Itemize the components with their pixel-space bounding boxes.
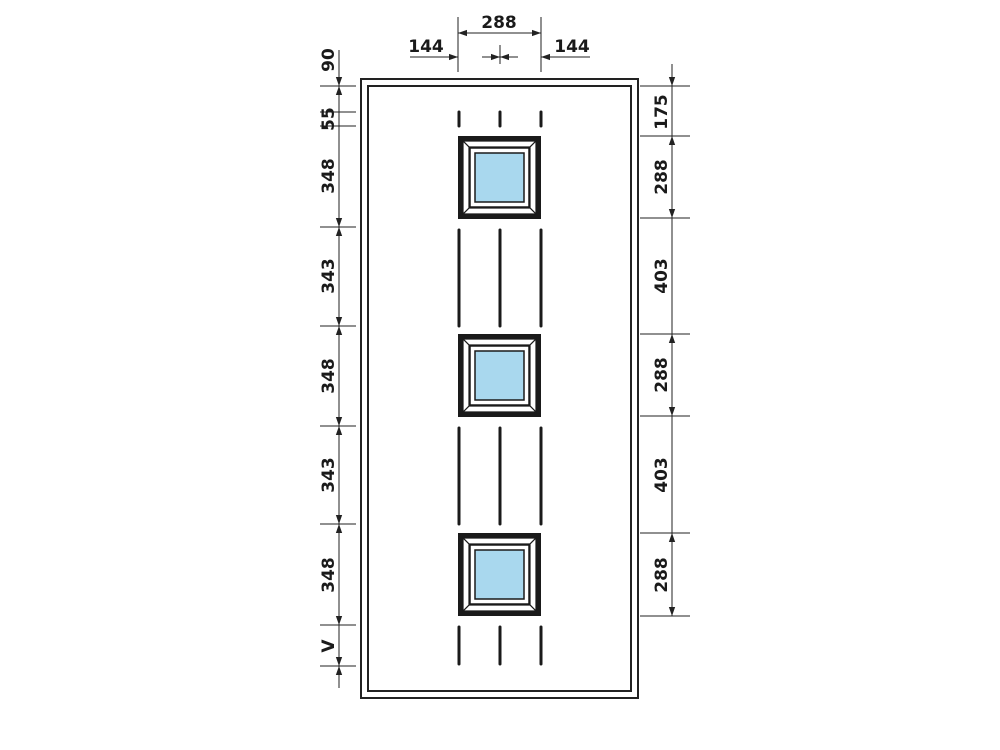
- dim-left-4: 348: [319, 358, 339, 394]
- dim-right-0: 175: [652, 94, 672, 130]
- dim-top-right: 144: [554, 37, 590, 57]
- dim-left-0: 90: [319, 48, 339, 72]
- right-dimensions: 175 288 403 288 403 288: [640, 64, 690, 617]
- window-glass: [474, 350, 525, 401]
- door-outer-frame: [360, 78, 639, 699]
- dim-left-7: V: [319, 639, 339, 653]
- window-bottom: [458, 533, 541, 616]
- top-dimensions: 288 144 144: [408, 13, 590, 72]
- dim-top-left: 144: [408, 37, 444, 57]
- dim-top-center: 288: [481, 13, 517, 33]
- dim-left-5: 343: [319, 457, 339, 493]
- dim-right-5: 288: [652, 557, 672, 593]
- window-top: [458, 136, 541, 219]
- dim-left-3: 343: [319, 258, 339, 294]
- window-glass: [474, 549, 525, 600]
- dim-right-3: 288: [652, 357, 672, 393]
- dim-left-2: 348: [319, 158, 339, 194]
- dim-left-1: 55: [319, 107, 339, 131]
- dim-right-2: 403: [652, 258, 672, 294]
- door-grooves: [457, 110, 543, 666]
- door-panel: [360, 78, 639, 699]
- dim-left-6: 348: [319, 557, 339, 593]
- dim-right-4: 403: [652, 457, 672, 493]
- dim-right-1: 288: [652, 159, 672, 195]
- window-glass: [474, 152, 525, 203]
- window-middle: [458, 334, 541, 417]
- left-dimensions: 90 55 348 343 348 343 348 V: [319, 48, 356, 688]
- door-inner-frame: [367, 85, 632, 692]
